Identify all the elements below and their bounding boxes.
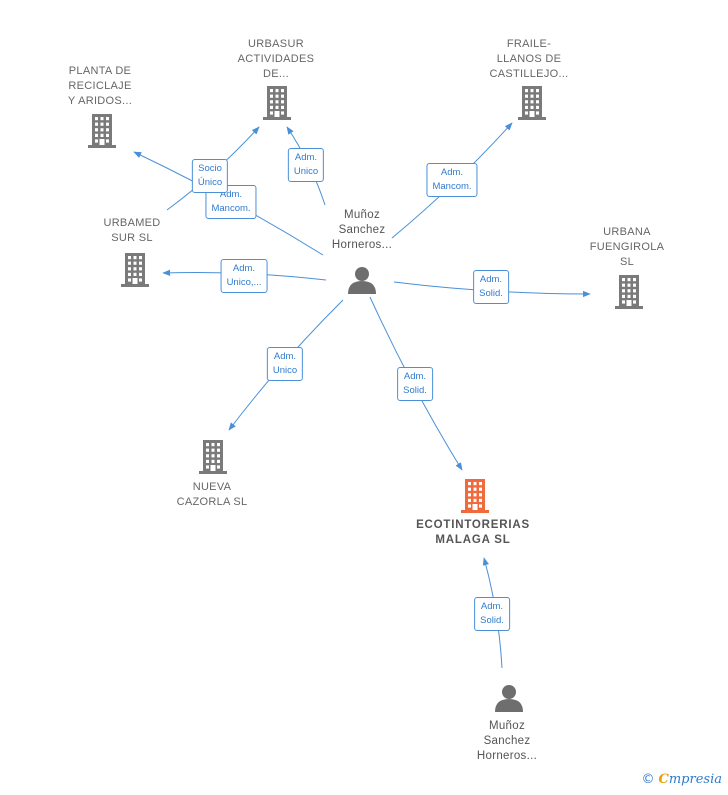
- brand-name: mpresia: [668, 772, 722, 787]
- building-icon[interactable]: [121, 253, 149, 287]
- node-label-planta[interactable]: PLANTA DE RECICLAJE Y ARIDOS...: [67, 65, 133, 107]
- building-icon[interactable]: [518, 86, 546, 120]
- node-label-fraile[interactable]: FRAILE- LLANOS DE CASTILLEJO...: [489, 38, 569, 80]
- icons-layer: [88, 86, 643, 712]
- edge-role-label[interactable]: Adm. Unico,...: [220, 259, 268, 293]
- brand-initial: C: [658, 772, 669, 787]
- edge-role-label[interactable]: Adm. Mancom.: [426, 163, 478, 197]
- node-label-ecotintorerias[interactable]: ECOTINTORERIAS MALAGA SL: [416, 519, 530, 546]
- edge-role-label[interactable]: Socio Único: [191, 159, 229, 193]
- person-icon[interactable]: [348, 267, 376, 294]
- node-label-urbasur[interactable]: URBASUR ACTIVIDADES DE...: [237, 38, 315, 80]
- edge-role-label[interactable]: Adm. Unico: [266, 347, 304, 381]
- node-label-person-center[interactable]: Muñoz Sanchez Horneros...: [331, 209, 393, 251]
- copyright-symbol: ©: [641, 772, 655, 787]
- building-icon[interactable]: [88, 114, 116, 148]
- building-icon[interactable]: [615, 275, 643, 309]
- building-icon[interactable]: [263, 86, 291, 120]
- edges-layer: [133, 122, 591, 669]
- edge-role-label[interactable]: Adm. Unico: [287, 148, 325, 182]
- building-icon[interactable]: [461, 479, 489, 513]
- edge-role-label[interactable]: Adm. Solid.: [474, 597, 510, 631]
- building-icon[interactable]: [199, 440, 227, 474]
- node-label-urbamed[interactable]: URBAMED SUR SL: [103, 217, 161, 244]
- person-icon[interactable]: [495, 685, 523, 712]
- edge-role-label[interactable]: Adm. Solid.: [473, 270, 509, 304]
- node-label-nueva[interactable]: NUEVA CAZORLA SL: [176, 481, 248, 508]
- footer-brand[interactable]: ©Cmpresia: [642, 772, 723, 787]
- node-label-urbana[interactable]: URBANA FUENGIROLA SL: [589, 226, 665, 268]
- node-label-person-bottom[interactable]: Muñoz Sanchez Horneros...: [476, 720, 538, 762]
- edge-role-label[interactable]: Adm. Solid.: [397, 367, 433, 401]
